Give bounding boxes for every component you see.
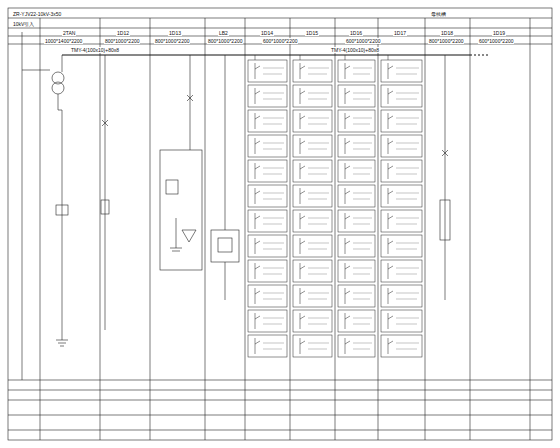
busbar bbox=[62, 55, 490, 56]
feeder-cell bbox=[293, 160, 332, 182]
panel-dimension: 1000*1400*2200 bbox=[44, 38, 83, 44]
panel-dimension: 800*1000*2200 bbox=[428, 38, 464, 44]
feeder-cell bbox=[338, 310, 375, 332]
panel-number: 1D15 bbox=[305, 30, 319, 36]
feeder-cell bbox=[248, 110, 287, 132]
feeder-cell bbox=[381, 235, 422, 257]
feeder-cell bbox=[293, 85, 332, 107]
panel-dimension: 800*1000*2200 bbox=[207, 38, 243, 44]
feeder-cells bbox=[248, 55, 422, 357]
feeder-cell bbox=[293, 185, 332, 207]
feeder-cell bbox=[381, 310, 422, 332]
feeder-cell bbox=[248, 335, 287, 357]
feeder-cell bbox=[338, 285, 375, 307]
metering-column bbox=[101, 55, 109, 330]
panel-dimension: 800*1000*2200 bbox=[154, 38, 190, 44]
panel-number: 1D13 bbox=[168, 30, 182, 36]
feeder-cell bbox=[338, 135, 375, 157]
feeder-cell bbox=[381, 135, 422, 157]
panel-dimension: 800*1000*2200 bbox=[104, 38, 140, 44]
feeder-cell bbox=[293, 335, 332, 357]
feeder-cell bbox=[381, 85, 422, 107]
busbar-spec: TMY-4(100x10)+80x8 bbox=[70, 47, 120, 53]
feeder-cell bbox=[248, 235, 287, 257]
feeder-cell bbox=[338, 210, 375, 232]
feeder-cell bbox=[248, 310, 287, 332]
cable-note: 10kV引入 bbox=[12, 21, 35, 27]
feeder-cell bbox=[293, 235, 332, 257]
panel-dimension: 600*1000*2200 bbox=[345, 38, 381, 44]
feeder-cell bbox=[293, 135, 332, 157]
feeder-cell bbox=[248, 60, 287, 82]
feeder-cell bbox=[338, 235, 375, 257]
panel-number: 1D18 bbox=[440, 30, 454, 36]
feeder-cell bbox=[293, 110, 332, 132]
busbar-spec: TMY-4(100x10)+80x8 bbox=[330, 47, 380, 53]
panel-dimension: 600*1000*2200 bbox=[478, 38, 514, 44]
feeder-cell bbox=[338, 160, 375, 182]
feeder-cell bbox=[293, 60, 332, 82]
feeder-cell bbox=[293, 260, 332, 282]
panel-number: LB2 bbox=[218, 30, 229, 36]
tie-column bbox=[440, 55, 450, 300]
feeder-cell bbox=[338, 85, 375, 107]
feeder-cell bbox=[338, 260, 375, 282]
panel-dimension: 600*1000*2200 bbox=[262, 38, 298, 44]
feeder-cell bbox=[248, 85, 287, 107]
feeder-cell bbox=[293, 210, 332, 232]
feeder-cell bbox=[381, 110, 422, 132]
feeder-cell bbox=[381, 185, 422, 207]
incomer-column bbox=[22, 32, 68, 380]
feeder-cell bbox=[338, 60, 375, 82]
feeder-cell bbox=[248, 260, 287, 282]
panel-number: 1D14 bbox=[260, 30, 274, 36]
panel-number: 2TAN bbox=[62, 30, 76, 36]
feeder-cell bbox=[381, 210, 422, 232]
feeder-cell bbox=[293, 285, 332, 307]
feeder-cell bbox=[338, 185, 375, 207]
feeder-cell bbox=[338, 335, 375, 357]
panel-number: 1D17 bbox=[393, 30, 407, 36]
feeder-cell bbox=[248, 135, 287, 157]
feeder-cell bbox=[248, 285, 287, 307]
feeder-cell bbox=[293, 310, 332, 332]
feeder-cell bbox=[381, 160, 422, 182]
feeder-cell bbox=[248, 160, 287, 182]
filter-column bbox=[211, 55, 239, 300]
panel-number: 1D19 bbox=[492, 30, 506, 36]
panel-number: 1D12 bbox=[116, 30, 130, 36]
feeder-cell bbox=[248, 185, 287, 207]
feeder-cell bbox=[381, 335, 422, 357]
feeder-cell bbox=[381, 260, 422, 282]
feeder-cell bbox=[338, 110, 375, 132]
cable-note: 母线槽 bbox=[430, 11, 447, 17]
table-frame bbox=[8, 8, 552, 440]
feeder-cell bbox=[381, 60, 422, 82]
feeder-cell bbox=[248, 210, 287, 232]
cable-note: ZR-YJV22-10kV-3x50 bbox=[12, 11, 62, 17]
panel-number: 1D16 bbox=[349, 30, 363, 36]
capacitor-column bbox=[160, 55, 202, 270]
feeder-cell bbox=[381, 285, 422, 307]
